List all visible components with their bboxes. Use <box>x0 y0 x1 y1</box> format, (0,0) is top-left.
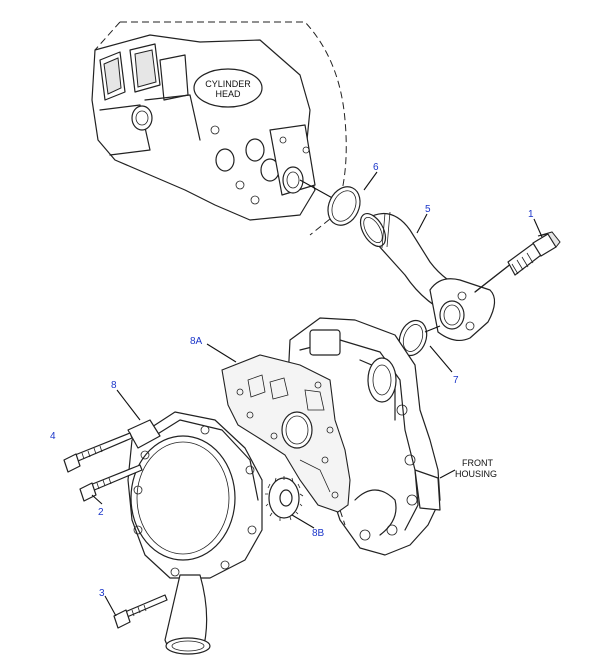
o-ring-6 <box>327 186 361 226</box>
callout-8: 8 <box>111 380 117 391</box>
front-housing-label-line2: HOUSING <box>455 469 497 479</box>
callout-7: 7 <box>453 375 459 386</box>
leader-6 <box>363 171 378 191</box>
callout-8b: 8B <box>312 528 325 539</box>
cylinder-head-label-line2: HEAD <box>215 89 241 99</box>
bolt-1 <box>474 231 561 293</box>
callout-3: 3 <box>99 588 105 599</box>
leader-5 <box>416 213 428 234</box>
callout-5: 5 <box>425 204 431 215</box>
cylinder-head: CYLINDER HEAD <box>91 21 347 236</box>
callout-1: 1 <box>528 209 534 220</box>
leader-3 <box>104 595 117 617</box>
gear-8b <box>265 476 304 521</box>
callout-2: 2 <box>98 507 104 518</box>
front-housing <box>287 317 441 556</box>
leader-2 <box>91 494 103 505</box>
callout-8a: 8A <box>190 336 203 347</box>
water-elbow-tube-5 <box>359 211 496 342</box>
leader-8b <box>291 514 315 529</box>
water-pump-8 <box>127 411 263 655</box>
callout-6: 6 <box>373 162 379 173</box>
o-ring-7 <box>398 319 428 357</box>
leader-8a <box>206 343 237 363</box>
bolt-4 <box>63 432 133 473</box>
leader-1 <box>533 218 543 238</box>
bolt-2 <box>79 464 143 502</box>
gasket-8a <box>221 354 351 513</box>
front-housing-label-line1: FRONT <box>462 458 493 468</box>
leader-7 <box>429 345 453 373</box>
cylinder-head-label-line1: CYLINDER <box>205 79 251 89</box>
callout-4: 4 <box>50 431 56 442</box>
leader-8 <box>116 389 141 421</box>
bolt-3 <box>113 594 168 629</box>
